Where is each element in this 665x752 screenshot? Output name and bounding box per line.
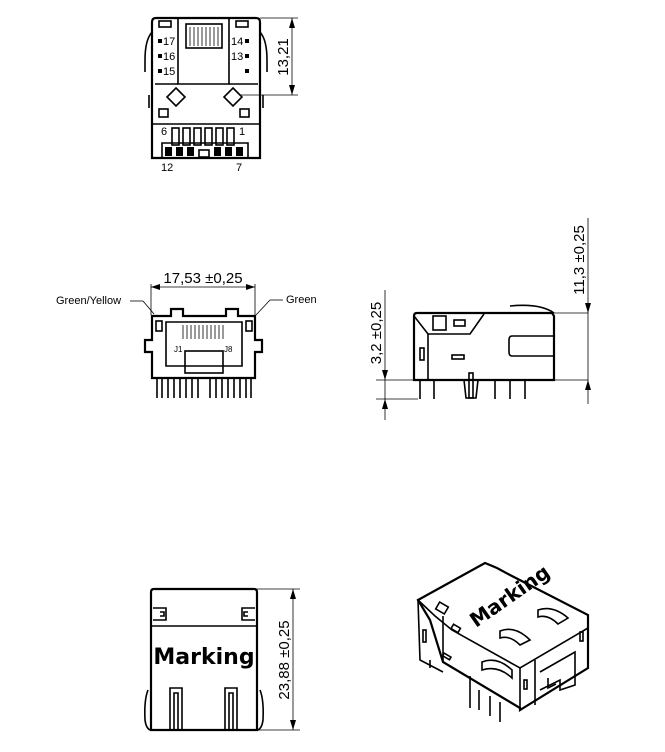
rear-marking: Marking bbox=[153, 645, 254, 670]
pin-label-12: 12 bbox=[161, 162, 173, 174]
length-dimension: 23,88 ±0,25 bbox=[276, 620, 293, 699]
top-view: 17 16 15 14 13 6 1 12 bbox=[144, 16, 298, 174]
pin-label-15: 15 bbox=[163, 66, 175, 78]
front-width-dimension: 17,53 ±0,25 bbox=[163, 270, 242, 287]
led-left-label: Green/Yellow bbox=[56, 295, 121, 307]
iso-marking: Marking bbox=[465, 560, 554, 632]
pin-label-17: 17 bbox=[163, 36, 175, 48]
pin-label-6: 6 bbox=[161, 126, 167, 138]
height-dimension: 11,3 ±0,25 bbox=[571, 225, 588, 295]
led-right-label: Green bbox=[286, 294, 317, 306]
rear-view: Marking 23,88 ±0,25 bbox=[144, 587, 300, 732]
pin-label-16: 16 bbox=[163, 51, 175, 63]
contact-j8-label: J8 bbox=[224, 345, 233, 354]
pin-label-13: 13 bbox=[231, 51, 243, 63]
side-view: 3,2 ±0,25 11,3 ±0,25 bbox=[368, 218, 591, 420]
top-view-dimension: 13,21 bbox=[275, 38, 292, 76]
pin-label-1: 1 bbox=[239, 126, 245, 138]
front-view: 17,53 ±0,25 Green/Yellow Green J1 J8 bbox=[56, 270, 317, 398]
pin-length-dimension: 3,2 ±0,25 bbox=[368, 302, 385, 364]
pin-label-7: 7 bbox=[236, 162, 242, 174]
contact-j1-label: J1 bbox=[174, 345, 183, 354]
iso-view: Marking bbox=[416, 560, 590, 722]
pin-label-14: 14 bbox=[231, 36, 243, 48]
